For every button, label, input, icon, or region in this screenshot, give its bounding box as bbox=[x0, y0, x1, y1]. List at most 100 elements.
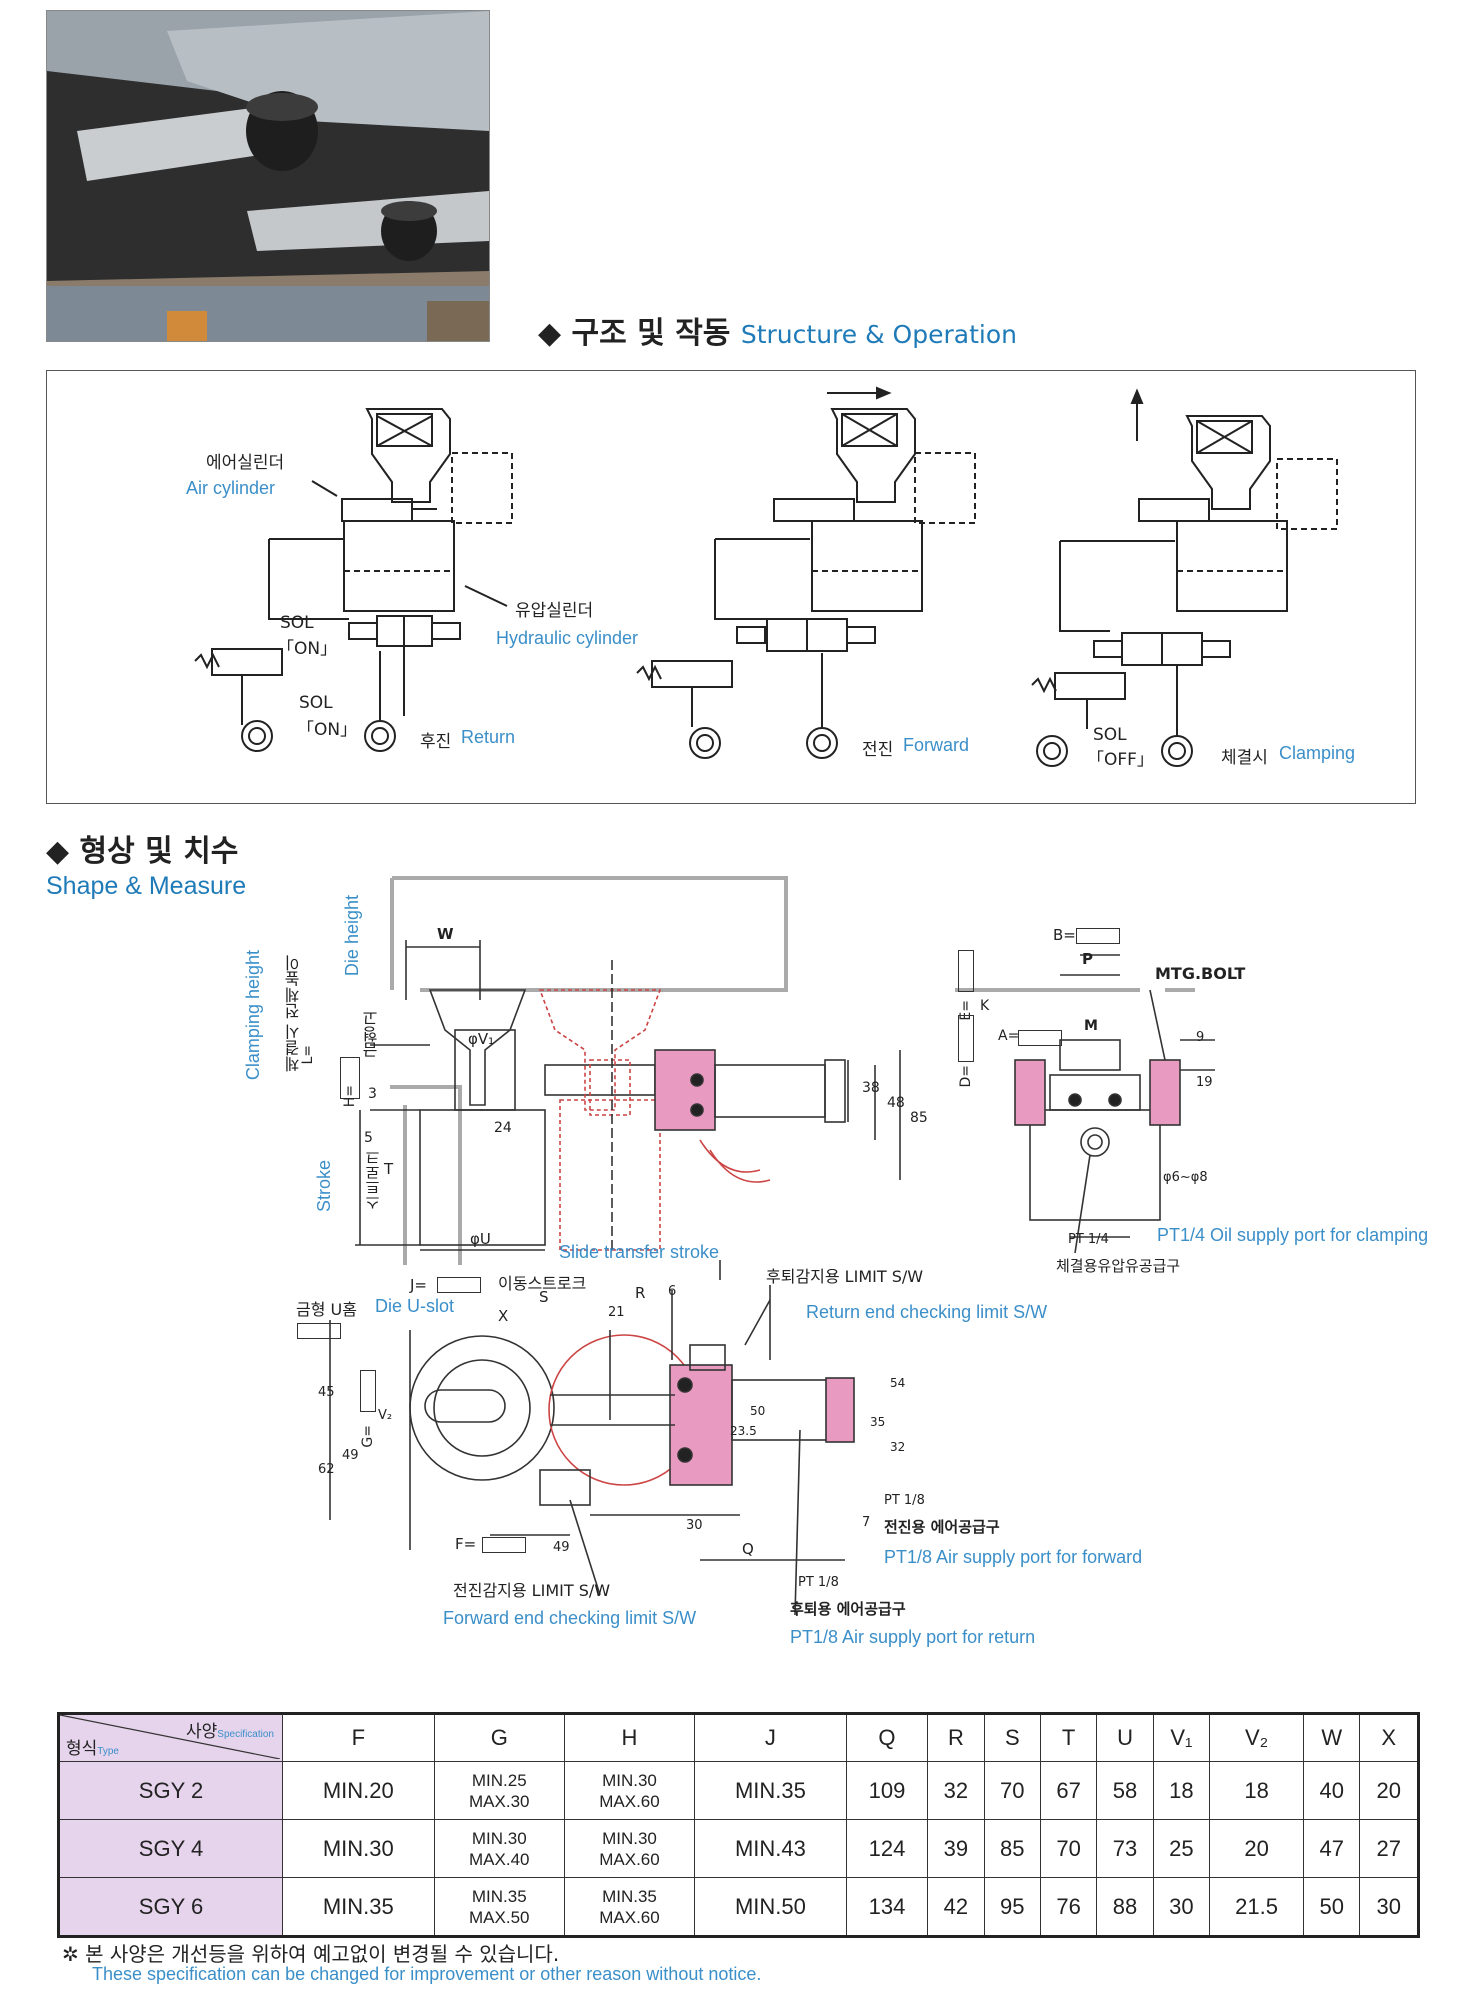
cell-s: 95 bbox=[983, 1877, 1041, 1937]
j-value-box bbox=[437, 1277, 481, 1293]
dim-9: 9 bbox=[1196, 1030, 1205, 1045]
forward-air-port-label-en: PT1/8 Air supply port for forward bbox=[884, 1547, 1143, 1567]
u-slot-label-en: Die U-slot bbox=[375, 1296, 455, 1316]
dim-6: 6 bbox=[668, 1284, 677, 1299]
cell-u: 73 bbox=[1096, 1819, 1154, 1878]
return-air-port-label-en: PT1/8 Air supply port for return bbox=[790, 1627, 1036, 1647]
table-header: X bbox=[1359, 1713, 1419, 1762]
shape-title-en: Shape & Measure bbox=[46, 872, 247, 900]
clamping-height-label-en: Clamping height bbox=[243, 950, 263, 1081]
d-eq-label: D= bbox=[958, 1065, 974, 1088]
f-eq-label: F= bbox=[455, 1535, 477, 1553]
b-value-box bbox=[1076, 928, 1120, 944]
forward-limit-label-ko: 전진감지용 LIMIT S/W bbox=[453, 1581, 611, 1600]
return-label-en: Return bbox=[461, 727, 516, 747]
cell-f: MIN.35 bbox=[282, 1877, 435, 1937]
g-value-box bbox=[360, 1370, 376, 1412]
h-eq-label: H= bbox=[342, 1085, 358, 1108]
a-value-box bbox=[1018, 1030, 1062, 1046]
cell-v1: 18 bbox=[1152, 1761, 1211, 1820]
b-eq-label: B= bbox=[1053, 926, 1076, 944]
dim-32: 32 bbox=[890, 1440, 906, 1454]
die-height-label-en: Die height bbox=[342, 895, 362, 977]
w-dim: W bbox=[437, 925, 454, 943]
model-cell: SGY 2 bbox=[58, 1761, 283, 1820]
dim-3: 3 bbox=[368, 1086, 377, 1102]
table-header: W bbox=[1303, 1713, 1361, 1762]
cell-r: 42 bbox=[927, 1877, 985, 1937]
sol-state-label: 「ON」 bbox=[277, 639, 338, 659]
sol-label: SOL bbox=[299, 693, 333, 713]
table-header: V₂ bbox=[1209, 1713, 1305, 1762]
v2-dim: V₂ bbox=[378, 1408, 393, 1423]
oil-port-label-en: PT1/4 Oil supply port for clamping bbox=[1157, 1225, 1429, 1245]
dim-21: 21 bbox=[608, 1305, 625, 1320]
dim-24: 24 bbox=[494, 1120, 512, 1136]
dim-54: 54 bbox=[890, 1376, 906, 1390]
cell-r: 32 bbox=[927, 1761, 985, 1820]
clamping-label-en: Clamping bbox=[1279, 743, 1356, 763]
x-dim: X bbox=[498, 1307, 509, 1325]
sol-label: SOL bbox=[1093, 725, 1127, 745]
cell-q: 109 bbox=[845, 1761, 929, 1820]
cell-j: MIN.43 bbox=[694, 1819, 847, 1878]
dim-35: 35 bbox=[870, 1415, 886, 1429]
table-header: U bbox=[1096, 1713, 1154, 1762]
cell-u: 88 bbox=[1096, 1877, 1154, 1937]
t-dim: T bbox=[384, 1160, 394, 1178]
v1-dim: φV₁ bbox=[468, 1030, 495, 1048]
cell-u: 58 bbox=[1096, 1761, 1154, 1820]
structure-title: ◆ 구조 및 작동 Structure & Operation bbox=[538, 316, 1017, 351]
dim-19: 19 bbox=[1196, 1075, 1213, 1090]
table-header: T bbox=[1039, 1713, 1098, 1762]
stroke-label-en: Stroke bbox=[314, 1160, 334, 1213]
return-limit-label-en: Return end checking limit S/W bbox=[806, 1302, 1048, 1322]
corner-spec-label: 사양Specification bbox=[186, 1722, 274, 1741]
dim-62: 62 bbox=[318, 1462, 335, 1477]
e-value-box bbox=[958, 950, 974, 992]
forward-label-en: Forward bbox=[903, 735, 970, 755]
slide-stroke-label-ko: 이동스트로크 bbox=[498, 1274, 587, 1293]
l-value-box bbox=[340, 1057, 360, 1099]
table-corner-cell: 사양Specification 형식Type bbox=[58, 1713, 283, 1762]
cell-t: 67 bbox=[1039, 1761, 1098, 1820]
return-air-port-label-ko: 후퇴용 에어공급구 bbox=[790, 1600, 906, 1618]
phi6-8-label: φ6~φ8 bbox=[1163, 1170, 1208, 1185]
diagram-return bbox=[194, 408, 513, 752]
slide-stroke-label-en: Slide transfer stroke bbox=[559, 1242, 720, 1262]
spec-table: 사양Specification 형식Type F G H J Q R S T U… bbox=[57, 1712, 1420, 1938]
p-dim: P bbox=[1082, 950, 1093, 968]
table-header: F bbox=[282, 1713, 435, 1762]
sol-state-label: 「OFF」 bbox=[1087, 750, 1154, 770]
shape-title: ◆ 형상 및 치수 bbox=[46, 834, 239, 869]
sol-state-label: 「ON」 bbox=[297, 720, 358, 740]
table-header: G bbox=[433, 1713, 565, 1762]
cell-v1: 25 bbox=[1152, 1819, 1211, 1878]
a-eq-label: A= bbox=[998, 1028, 1020, 1044]
j-eq-label: J= bbox=[410, 1276, 427, 1294]
shape-drawing bbox=[329, 876, 1215, 1616]
pt18-label-b: PT 1/8 bbox=[798, 1575, 839, 1590]
cell-j: MIN.35 bbox=[694, 1761, 847, 1820]
r-dim: R bbox=[635, 1284, 646, 1302]
dim-30: 30 bbox=[686, 1518, 703, 1533]
cell-v2: 21.5 bbox=[1209, 1877, 1305, 1937]
cell-x: 30 bbox=[1359, 1877, 1419, 1937]
return-label-ko: 후진 bbox=[420, 732, 452, 752]
air-cylinder-label-ko: 에어실린더 bbox=[206, 453, 285, 473]
dim-49a: 49 bbox=[342, 1448, 359, 1463]
model-cell: SGY 6 bbox=[58, 1877, 283, 1937]
forward-label-ko: 전진 bbox=[862, 740, 894, 760]
dim-48: 48 bbox=[887, 1095, 905, 1111]
cell-s: 85 bbox=[983, 1819, 1041, 1878]
cell-f: MIN.20 bbox=[282, 1761, 435, 1820]
note-ko: ✲ 본 사양은 개선등을 위하여 예고없이 변경될 수 있습니다. bbox=[62, 1942, 560, 1966]
cell-f: MIN.30 bbox=[282, 1819, 435, 1878]
note-en: These specification can be changed for i… bbox=[92, 1964, 762, 1984]
product-photo bbox=[46, 10, 490, 342]
mtg-bolt-label: MTG.BOLT bbox=[1155, 964, 1246, 983]
cell-v1: 30 bbox=[1152, 1877, 1211, 1937]
